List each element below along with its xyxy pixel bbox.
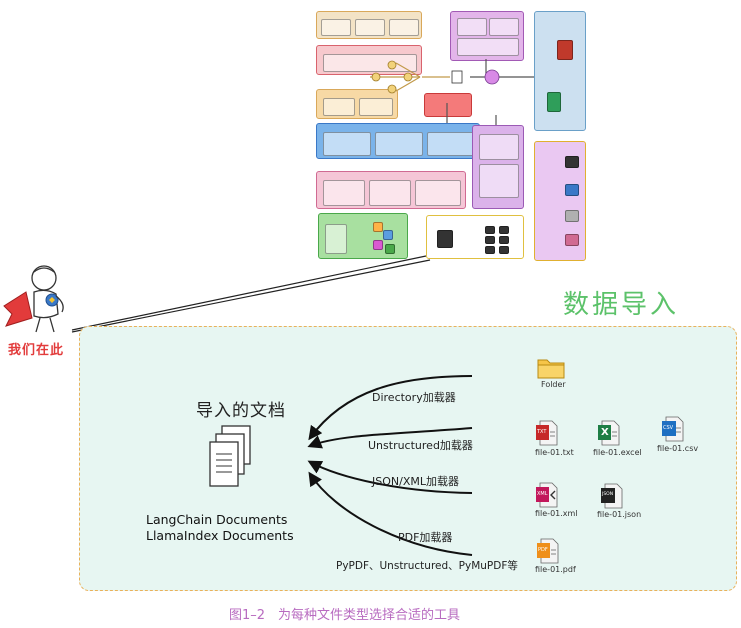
- txt-file-icon: TXT: [536, 420, 558, 446]
- map-box-import: [318, 213, 408, 259]
- txt-file-label: file-01.txt: [535, 448, 574, 457]
- langchain-docs-label: LangChain Documents: [146, 512, 288, 527]
- pdf-libraries-label: PyPDF、Unstructured、PyMuPDF等: [336, 560, 518, 572]
- map-connectors: [370, 59, 534, 125]
- map-box-retrieval: [316, 171, 466, 209]
- pdf-file-icon: PDF: [537, 538, 559, 564]
- csv-file-icon: CSV: [662, 416, 684, 442]
- imported-docs-heading: 导入的文档: [196, 401, 286, 421]
- map-box-indexing: [316, 123, 480, 159]
- xml-file-label: file-01.xml: [535, 509, 578, 518]
- xml-file-icon: XML: [536, 482, 558, 508]
- json-file-label: file-01.json: [597, 510, 642, 519]
- csv-file-label: file-01.csv: [657, 444, 699, 453]
- xml-badge: XML: [537, 491, 548, 497]
- map-box-doc-split: [426, 215, 524, 259]
- json-file-icon: JSON: [601, 483, 623, 509]
- section-title: 数据导入: [563, 290, 680, 320]
- map-box-post-retrieval: [424, 93, 472, 117]
- json-badge: JSON: [602, 492, 614, 497]
- pdf-badge: PDF: [538, 547, 548, 553]
- overview-map: [310, 5, 590, 261]
- json-xml-loader-label: JSON/XML加载器: [372, 475, 459, 488]
- pdf-file-label: file-01.pdf: [535, 565, 576, 574]
- folder-label: Folder: [541, 380, 566, 389]
- llamaindex-docs-label: LlamaIndex Documents: [146, 528, 294, 543]
- map-box-query-transform: [316, 45, 422, 75]
- here-label: 我们在此: [8, 343, 65, 358]
- unstructured-loader-label: Unstructured加载器: [368, 439, 473, 452]
- directory-arrow: [308, 375, 473, 441]
- excel-file-label: file-01.excel: [593, 448, 642, 457]
- map-box-query-build: [316, 11, 422, 39]
- txt-badge: TXT: [537, 429, 547, 435]
- json-xml-arrow: [307, 460, 473, 494]
- map-box-advanced-rag: [534, 141, 586, 261]
- map-box-evaluation: [534, 11, 586, 131]
- map-box-routing: [316, 89, 398, 119]
- excel-badge: X: [601, 427, 609, 438]
- superhero-figure: [2, 262, 78, 344]
- directory-loader-label: Directory加载器: [372, 391, 456, 404]
- data-import-panel: [79, 326, 737, 591]
- pdf-loader-label: PDF加载器: [398, 531, 453, 544]
- csv-badge: CSV: [663, 425, 674, 431]
- excel-file-icon: X: [598, 420, 620, 446]
- map-box-generation: [450, 11, 524, 61]
- map-box-rerank: [472, 125, 524, 209]
- pdf-arrow: [308, 471, 473, 556]
- figure-caption: 图1–2 为每种文件类型选择合适的工具: [229, 608, 461, 623]
- unstructured-arrow: [307, 427, 473, 449]
- document-stack-icon: [208, 424, 254, 490]
- folder-icon: [537, 357, 565, 379]
